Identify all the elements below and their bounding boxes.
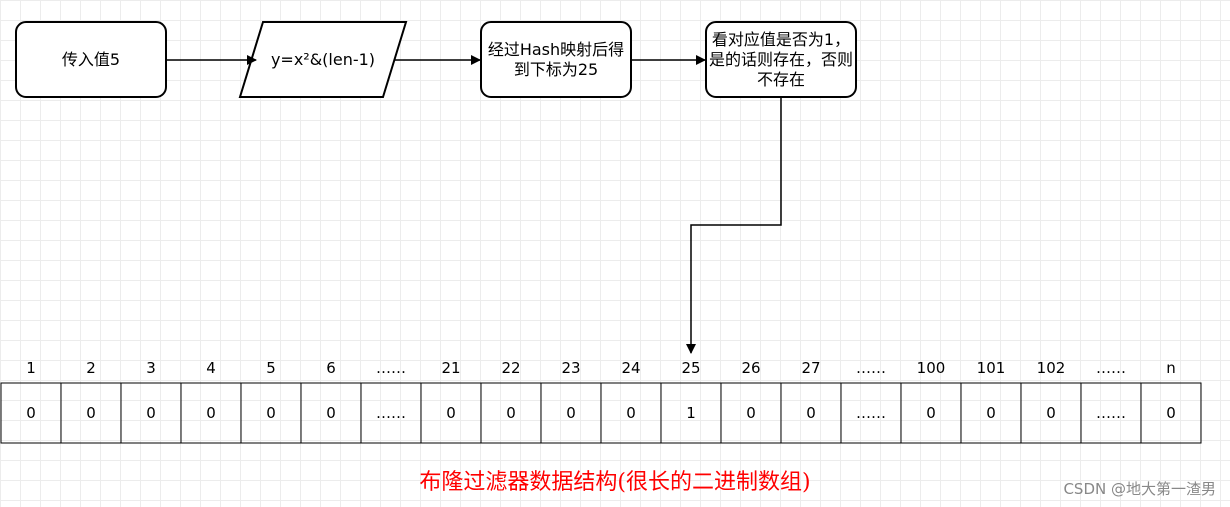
- array-cell-value: 0: [506, 404, 516, 422]
- array-index-label: 22: [501, 359, 521, 377]
- array-cell-value: ……: [1096, 404, 1126, 422]
- array-cell-value: 0: [326, 404, 336, 422]
- array-index-label: n: [1166, 359, 1176, 377]
- array-index-label: 100: [916, 359, 946, 377]
- array-cell-value: ……: [856, 404, 886, 422]
- diagram-caption: 布隆过滤器数据结构(很长的二进制数组): [419, 470, 811, 495]
- array-cell-border: [1140, 382, 1202, 444]
- array-index-label: ……: [856, 359, 886, 377]
- check-value-label: 看对应值是否为1，是的话则存在，否则不存在: [708, 29, 853, 89]
- array-index-label: 4: [206, 359, 216, 377]
- array-index-label: ……: [1096, 359, 1126, 377]
- array-cell-value: 0: [626, 404, 636, 422]
- array-cell-value: 0: [566, 404, 576, 422]
- array-cell-value: 0: [806, 404, 816, 422]
- array-index-label: 102: [1036, 359, 1066, 377]
- bit-array: [0, 382, 1202, 444]
- array-cell-value: 0: [206, 404, 216, 422]
- array-index-label: 25: [681, 359, 701, 377]
- array-cell-value: 0: [986, 404, 996, 422]
- array-index-label: ……: [376, 359, 406, 377]
- array-index-label: 26: [741, 359, 761, 377]
- array-index-label: 101: [976, 359, 1006, 377]
- array-index-label: 5: [266, 359, 276, 377]
- array-index-label: 21: [441, 359, 461, 377]
- array-cell-value: 0: [1046, 404, 1056, 422]
- array-index-label: 6: [326, 359, 336, 377]
- hash-function-label: y=x²&(len-1): [270, 49, 376, 69]
- array-index-label: 2: [86, 359, 96, 377]
- array-index-label: 3: [146, 359, 156, 377]
- watermark: CSDN @地大第一渣男: [1063, 480, 1216, 498]
- array-index-label: 23: [561, 359, 581, 377]
- input-label: 传入值5: [61, 49, 121, 69]
- array-cell-value: 0: [266, 404, 276, 422]
- array-cell-value: 1: [686, 404, 696, 422]
- array-cell-value: 0: [146, 404, 156, 422]
- arrow-check-to-array: [686, 97, 782, 354]
- array-cell-value: 0: [446, 404, 456, 422]
- array-cell-value: 0: [86, 404, 96, 422]
- array-cell-value: 0: [26, 404, 36, 422]
- array-index-label: 1: [26, 359, 36, 377]
- array-cell-value: 0: [926, 404, 936, 422]
- array-index-label: 24: [621, 359, 641, 377]
- array-index-label: 27: [801, 359, 821, 377]
- array-cell-value: 0: [1166, 404, 1176, 422]
- array-cell-value: ……: [376, 404, 406, 422]
- hash-function-box: [238, 21, 408, 98]
- array-cell-value: 0: [746, 404, 756, 422]
- index-result-label: 经过Hash映射后得到下标为25: [487, 39, 625, 79]
